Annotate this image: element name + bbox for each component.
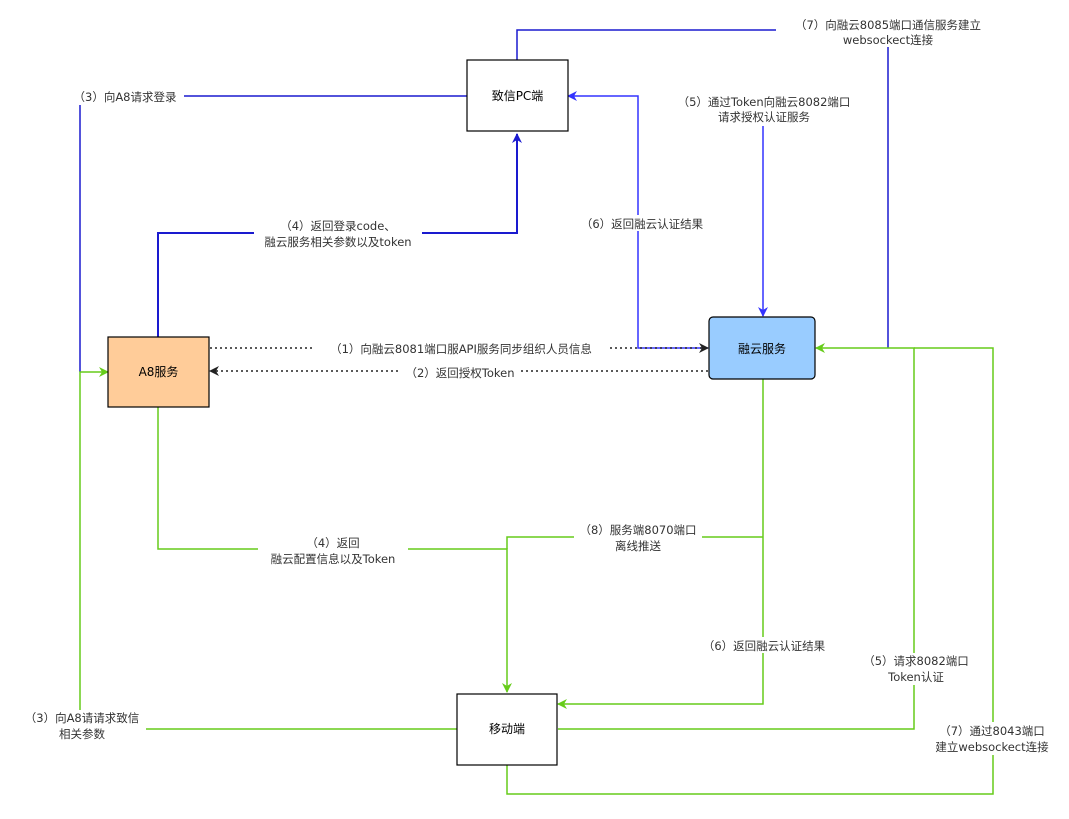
node-pc-client: 致信PC端 xyxy=(466,59,569,132)
label-3-top: （3）向A8请求登录 xyxy=(66,89,184,105)
label-6-bottom: （6）返回融云认证结果 xyxy=(696,637,832,653)
svg-text:（8）服务端8070端口: （8）服务端8070端口 xyxy=(579,523,696,537)
svg-text:融云服务相关参数以及token: 融云服务相关参数以及token xyxy=(264,235,411,249)
label-5-bottom: （5）请求8082端口 Token认证 xyxy=(858,653,976,685)
label-4-bottom: （4）返回 融云配置信息以及Token xyxy=(258,535,408,568)
svg-text:（1）向融云8081端口服API服务同步组织人员信息: （1）向融云8081端口服API服务同步组织人员信息 xyxy=(330,342,592,356)
svg-text:请求授权认证服务: 请求授权认证服务 xyxy=(718,110,810,124)
svg-text:（6）返回融云认证结果: （6）返回融云认证结果 xyxy=(703,639,826,653)
node-mobile-label: 移动端 xyxy=(489,722,525,736)
label-8: （8）服务端8070端口 离线推送 xyxy=(574,522,702,554)
svg-text:（3）向A8请请求致信: （3）向A8请请求致信 xyxy=(25,711,140,725)
label-7-bottom: （7）通过8043端口 建立websockect连接 xyxy=(928,722,1056,755)
svg-text:建立websockect连接: 建立websockect连接 xyxy=(935,740,1049,754)
edge-7-mobile-websocket xyxy=(506,347,994,795)
svg-text:离线推送: 离线推送 xyxy=(615,539,661,553)
svg-text:（4）返回登录code、: （4）返回登录code、 xyxy=(280,219,396,233)
label-2: （2）返回授权Token xyxy=(400,364,520,380)
label-1: （1）向融云8081端口服API服务同步组织人员信息 xyxy=(314,341,608,357)
node-a8-service: A8服务 xyxy=(107,336,210,408)
node-mobile-client: 移动端 xyxy=(456,693,558,766)
svg-text:（7）向融云8085端口通信服务建立: （7）向融云8085端口通信服务建立 xyxy=(795,18,981,32)
svg-text:（6）返回融云认证结果: （6）返回融云认证结果 xyxy=(581,217,704,231)
svg-text:（3）向A8请求登录: （3）向A8请求登录 xyxy=(74,90,177,104)
label-7-top: （7）向融云8085端口通信服务建立 websockect连接 xyxy=(776,15,1006,47)
edge-5-mobile-token xyxy=(558,343,915,730)
svg-text:（7）通过8043端口: （7）通过8043端口 xyxy=(939,724,1045,738)
node-pc-label: 致信PC端 xyxy=(492,89,544,103)
edge-3-mobile-to-a8 xyxy=(79,367,457,730)
edge-6-rongyun-to-mobile xyxy=(557,379,764,709)
node-rongyun-service: 融云服务 xyxy=(708,316,816,380)
node-rongyun-label: 融云服务 xyxy=(738,341,786,356)
node-a8-label: A8服务 xyxy=(139,364,179,379)
svg-text:websockect连接: websockect连接 xyxy=(843,33,934,47)
svg-text:Token认证: Token认证 xyxy=(887,670,944,684)
svg-text:（2）返回授权Token: （2）返回授权Token xyxy=(405,366,514,380)
edge-7-pc-websocket xyxy=(516,29,889,348)
label-3-bottom: （3）向A8请请求致信 相关参数 xyxy=(18,710,146,742)
svg-text:融云配置信息以及Token: 融云配置信息以及Token xyxy=(271,552,396,566)
label-5-top: （5）通过Token向融云8082端口 请求授权认证服务 xyxy=(666,94,862,126)
svg-text:（5）通过Token向融云8082端口: （5）通过Token向融云8082端口 xyxy=(678,95,851,109)
svg-text:相关参数: 相关参数 xyxy=(59,727,105,741)
svg-text:（5）请求8082端口: （5）请求8082端口 xyxy=(863,654,969,668)
svg-text:（4）返回: （4）返回 xyxy=(306,536,359,550)
label-4-top: （4）返回登录code、 融云服务相关参数以及token xyxy=(254,218,422,250)
label-6-top: （6）返回融云认证结果 xyxy=(574,215,710,231)
